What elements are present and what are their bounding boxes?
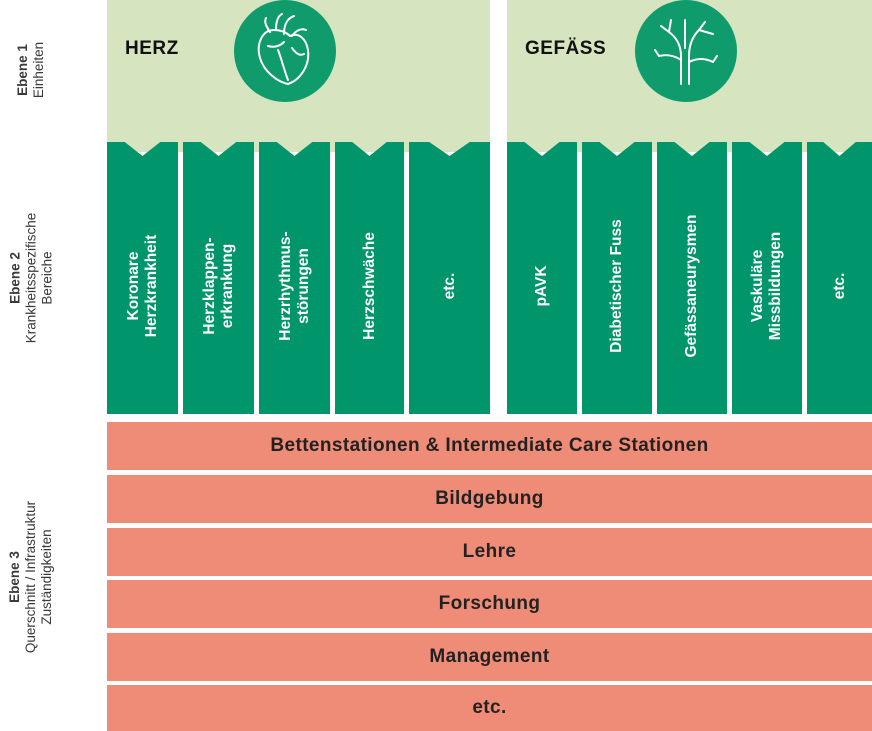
- unit-gefaess: GEFÄSS: [507, 0, 872, 152]
- blood-vessel-icon: [635, 0, 737, 102]
- unit-herz-title: HERZ: [125, 38, 179, 59]
- area-gefaess-etc: etc.: [807, 142, 872, 414]
- cross-section-bildgebung: Bildgebung: [107, 475, 872, 523]
- area-label: etc.: [830, 272, 848, 300]
- cross-section-lehre: Lehre: [107, 528, 872, 576]
- area-herzrhythmusstoerungen: Herzrhythmus- störungen: [259, 142, 330, 414]
- area-label: pAVK: [533, 265, 550, 307]
- area-label: Herzschwäche: [360, 232, 378, 340]
- cross-section-management: Management: [107, 633, 872, 681]
- area-vaskulaere-missbildungen: Vaskuläre Missbildungen: [732, 142, 802, 414]
- area-gefaessaneurysmen: Gefässaneurysmen: [657, 142, 727, 414]
- area-label: Vaskuläre Missbildungen: [749, 231, 784, 341]
- level-3-label: Ebene 3 Querschnitt / Infrastruktur Zust…: [0, 422, 62, 731]
- area-label: etc.: [440, 272, 458, 300]
- area-herzschwaeche: Herzschwäche: [335, 142, 404, 414]
- cross-section-forschung: Forschung: [107, 580, 872, 628]
- area-label: Diabetischer Fuss: [608, 219, 625, 353]
- area-koronare-herzkrankheit: Koronare Herzkrankheit: [107, 142, 178, 414]
- area-pavk: pAVK: [507, 142, 577, 414]
- heart-icon: [234, 0, 336, 102]
- area-label: Herzrhythmus- störungen: [276, 231, 312, 341]
- level-2-subtitle: Krankheitsspezifische Bereiche: [23, 212, 55, 344]
- area-label: Koronare Herzkrankheit: [124, 234, 160, 338]
- area-diabetischer-fuss: Diabetischer Fuss: [582, 142, 652, 414]
- level-3-subtitle: Querschnitt / Infrastruktur Zuständigkei…: [23, 500, 54, 653]
- level-1-subtitle: Einheiten: [30, 41, 46, 99]
- level-2-title: Ebene 2: [7, 252, 23, 304]
- area-label: Herzklappen- erkrankung: [200, 237, 236, 335]
- area-herzklappenerkrankung: Herzklappen- erkrankung: [183, 142, 254, 414]
- level-1-title: Ebene 1: [14, 44, 30, 96]
- level-2-label: Ebene 2 Krankheitsspezifische Bereiche: [0, 142, 62, 414]
- area-herz-etc: etc.: [409, 142, 490, 414]
- cross-section-etc: etc.: [107, 685, 872, 731]
- level-3-title: Ebene 3: [7, 550, 22, 603]
- level-1-label: Ebene 1 Einheiten: [0, 0, 62, 140]
- unit-gefaess-title: GEFÄSS: [525, 38, 607, 59]
- area-label: Gefässaneurysmen: [683, 214, 700, 358]
- unit-herz: HERZ: [107, 0, 490, 152]
- cross-section-bettenstationen: Bettenstationen & Intermediate Care Stat…: [107, 422, 872, 470]
